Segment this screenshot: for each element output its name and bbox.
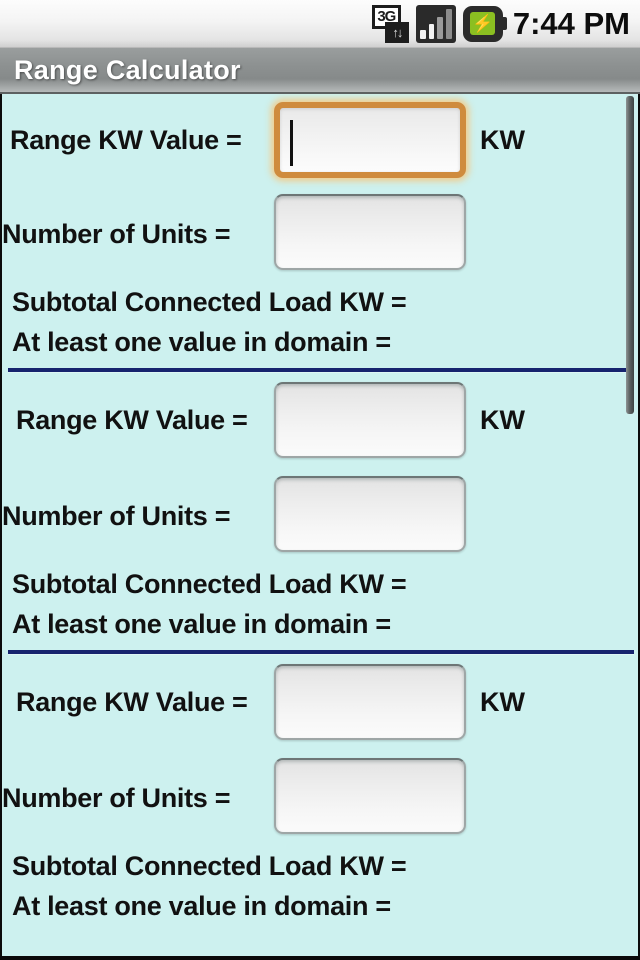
range-kw-row-3: Range KW Value = KW	[2, 654, 638, 750]
range-kw-label-3: Range KW Value =	[16, 686, 248, 717]
number-of-units-label-3: Number of Units =	[2, 782, 231, 813]
status-bar-clock: 7:44 PM	[512, 5, 630, 41]
battery-charging-icon: ⚡	[462, 5, 507, 42]
number-of-units-label-2: Number of Units =	[2, 500, 231, 531]
number-of-units-row-1: Number of Units =	[2, 186, 638, 282]
app-title-bar: Range Calculator	[0, 48, 640, 94]
number-of-units-row-2: Number of Units =	[2, 468, 638, 564]
domain-value-1: At least one value in domain =	[12, 327, 391, 357]
range-kw-row-2: Range KW Value = KW	[2, 372, 638, 468]
signal-bars-icon	[415, 4, 456, 43]
range-kw-unit-label-2: KW	[480, 404, 525, 435]
number-of-units-label-1: Number of Units =	[2, 218, 231, 249]
range-kw-label-2: Range KW Value =	[16, 404, 248, 435]
range-kw-input-1[interactable]	[274, 102, 466, 178]
subtotal-connected-load-2: Subtotal Connected Load KW =	[12, 569, 407, 599]
signal-bar-4	[446, 8, 452, 39]
range-section-1: Range KW Value = KW Number of Units = Su…	[2, 94, 638, 372]
subtotal-connected-load-3: Subtotal Connected Load KW =	[12, 851, 407, 881]
range-section-3: Range KW Value = KW Number of Units = Su…	[2, 654, 638, 926]
range-kw-input-2[interactable]	[274, 382, 466, 458]
status-icons: 3G ↑↓ ⚡	[371, 4, 507, 43]
section-divider-1	[8, 368, 634, 372]
section-divider-2	[8, 650, 634, 654]
data-transfer-arrows-icon: ↑↓	[384, 21, 409, 43]
number-of-units-row-3: Number of Units =	[2, 750, 638, 846]
range-kw-row-1: Range KW Value = KW	[2, 94, 638, 186]
status-bar: 3G ↑↓ ⚡ 7:44 PM	[0, 0, 640, 48]
page-title: Range Calculator	[14, 54, 241, 85]
range-kw-unit-label-3: KW	[480, 686, 525, 717]
domain-value-2: At least one value in domain =	[12, 609, 391, 639]
range-kw-input-3[interactable]	[274, 664, 466, 740]
number-of-units-input-2[interactable]	[274, 476, 466, 552]
number-of-units-input-1[interactable]	[274, 194, 466, 270]
battery-bolt-icon: ⚡	[470, 12, 496, 35]
subtotal-connected-load-1: Subtotal Connected Load KW =	[12, 287, 407, 317]
3g-icon: 3G ↑↓	[371, 4, 409, 43]
signal-bar-3	[437, 16, 444, 39]
number-of-units-input-3[interactable]	[274, 758, 466, 834]
scroll-content[interactable]: Range KW Value = KW Number of Units = Su…	[0, 94, 640, 956]
range-section-2: Range KW Value = KW Number of Units = Su…	[2, 372, 638, 654]
domain-value-3: At least one value in domain =	[12, 891, 391, 921]
signal-bar-1	[419, 29, 426, 39]
vertical-scrollbar-thumb[interactable]	[626, 96, 634, 414]
signal-bar-2	[428, 23, 435, 39]
form-container: Range KW Value = KW Number of Units = Su…	[2, 94, 638, 926]
range-kw-label-1: Range KW Value =	[10, 124, 242, 155]
range-kw-unit-label-1: KW	[480, 124, 525, 155]
text-cursor	[290, 120, 293, 166]
3g-icon-label: 3G	[371, 4, 401, 29]
